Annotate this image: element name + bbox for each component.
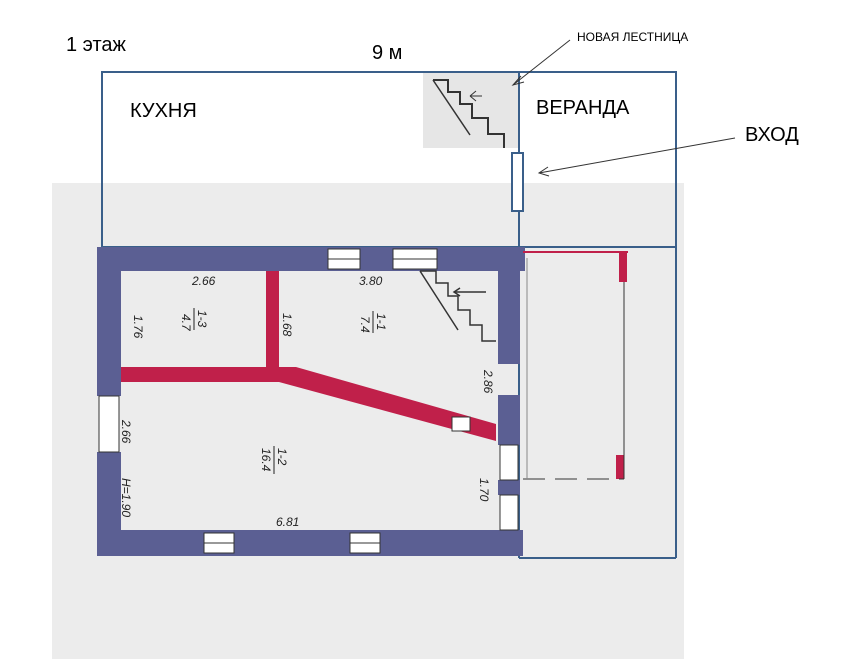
dim-right-lower: 1.70 <box>477 478 491 502</box>
dim-right-middle: 2.86 <box>481 369 495 394</box>
room-1-3-area: 4.7 <box>179 314 193 332</box>
veranda-label: ВЕРАНДА <box>536 97 630 119</box>
room-1-2-area: 16.4 <box>259 448 273 472</box>
kitchen-label: КУХНЯ <box>130 100 197 122</box>
height-mark: H=1.90 <box>119 478 133 517</box>
entrance-label: ВХОД <box>745 124 799 146</box>
room-1-3-id: 1-3 <box>195 310 209 328</box>
interior-partitions <box>121 271 496 441</box>
veranda-walls <box>523 251 628 480</box>
room-1-2-id: 1-2 <box>275 448 289 466</box>
interior-door <box>451 416 471 432</box>
windows <box>98 248 519 554</box>
dim-left-upper: 1.76 <box>131 315 145 339</box>
width-label: 9 м <box>372 42 403 64</box>
dim-bottom: 6.81 <box>276 515 299 529</box>
room-1-1-area: 7.4 <box>358 316 372 333</box>
dim-top-right: 3.80 <box>359 274 383 288</box>
floor-label: 1 этаж <box>66 34 126 56</box>
new-stairs-icon <box>423 72 519 148</box>
entrance-arrow-icon <box>537 137 736 177</box>
dim-top-left: 2.66 <box>191 274 216 288</box>
entrance-door <box>511 152 524 212</box>
room-1-1-id: 1-1 <box>374 313 388 330</box>
new-stairs-label: НОВАЯ ЛЕСТНИЦА <box>577 30 689 44</box>
interior-stairs-icon <box>419 270 496 342</box>
outer-walls <box>97 247 525 556</box>
dim-inner-partition: 1.68 <box>280 313 294 337</box>
dim-left-lower: 2.66 <box>119 419 133 444</box>
stairs-arrow-icon <box>511 39 571 86</box>
